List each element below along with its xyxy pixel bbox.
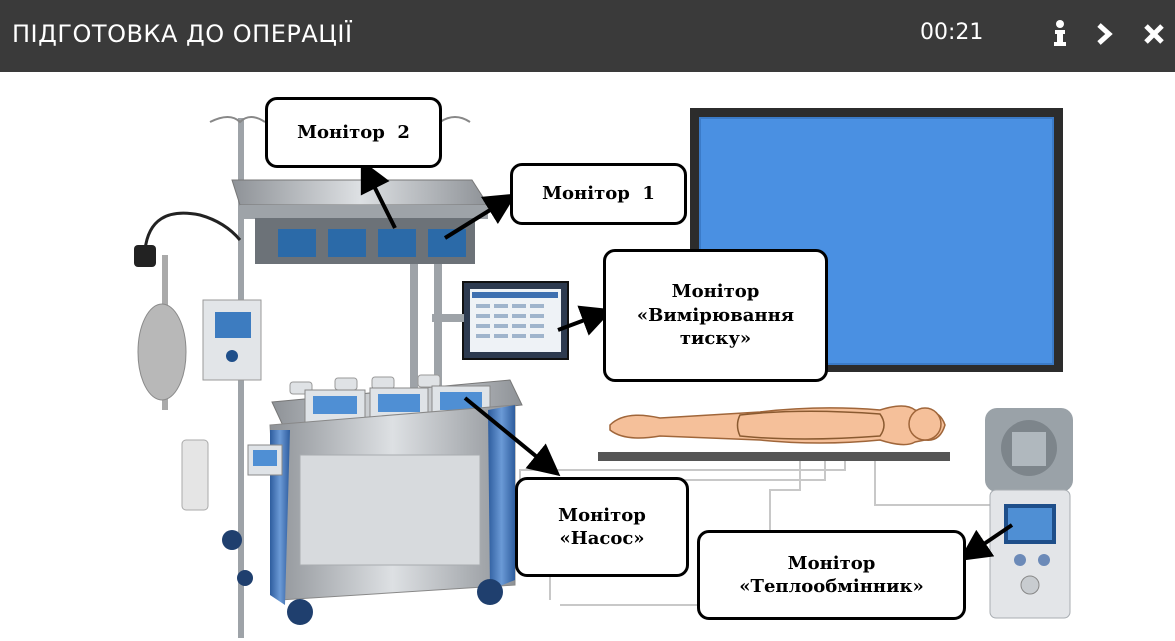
monitor2-label: Монітор 2 <box>297 121 410 144</box>
chevron-right-icon[interactable] <box>1088 14 1122 54</box>
pump-monitor-label-line2: «Насос» <box>559 527 644 550</box>
pressure-monitor-label-line1: Монітор <box>672 280 760 303</box>
pressure-monitor-label-line3: тиску» <box>680 327 751 350</box>
heat-exchanger-label-line1: Монітор <box>788 552 876 575</box>
close-icon[interactable] <box>1137 14 1171 54</box>
pump-monitor-label-line1: Монітор <box>558 504 646 527</box>
monitor1-label: Монітор 1 <box>542 182 655 205</box>
title-bar: ПІДГОТОВКА ДО ОПЕРАЦІЇ 00:21 <box>0 0 1175 72</box>
heat-exchanger-monitor-callout[interactable]: Монітор «Теплообмінник» <box>697 530 966 620</box>
heart-lung-machine <box>134 117 568 638</box>
monitor1-callout[interactable]: Монітор 1 <box>510 163 687 225</box>
pressure-monitor-label-line2: «Вимірювання <box>637 304 794 327</box>
operation-scene: Монітор 2 Монітор 1 Монітор «Вимірювання… <box>0 72 1175 641</box>
info-icon[interactable] <box>1043 14 1077 54</box>
heat-exchanger-label-line2: «Теплообмінник» <box>739 575 923 598</box>
timer: 00:21 <box>920 20 983 45</box>
pressure-monitor-callout[interactable]: Монітор «Вимірювання тиску» <box>603 249 828 382</box>
pump-monitor-callout[interactable]: Монітор «Насос» <box>515 477 689 577</box>
heat-exchanger-device <box>985 408 1073 618</box>
page-title: ПІДГОТОВКА ДО ОПЕРАЦІЇ <box>12 20 353 48</box>
monitor2-callout[interactable]: Монітор 2 <box>265 97 442 168</box>
